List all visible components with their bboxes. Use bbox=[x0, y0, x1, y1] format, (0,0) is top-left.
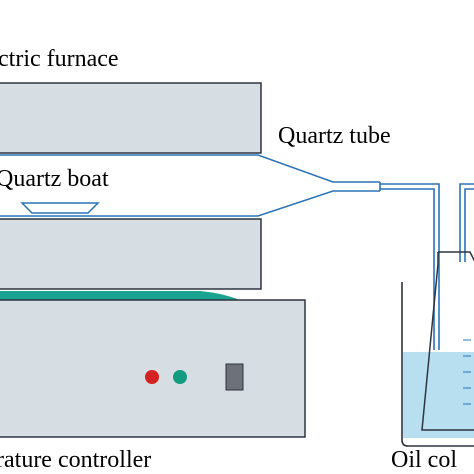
heater-strip bbox=[0, 291, 240, 300]
green-indicator-light-icon bbox=[173, 370, 187, 384]
flask-graduations bbox=[463, 339, 471, 405]
quartz-boat-label: Quartz boat bbox=[0, 166, 109, 192]
quartz-tube-label: Quartz tube bbox=[278, 123, 391, 149]
vent-line bbox=[459, 183, 474, 262]
oil-collector-label: Oil col bbox=[391, 447, 457, 473]
oil-collector bbox=[401, 251, 474, 447]
electric-furnace-label: ctric furnace bbox=[0, 46, 119, 72]
quartz-boat bbox=[20, 202, 100, 214]
red-indicator-light-icon bbox=[145, 370, 159, 384]
beaker-liquid bbox=[403, 352, 474, 438]
beaker bbox=[401, 282, 474, 447]
temperature-controller-label: rature controller bbox=[0, 447, 151, 473]
furnace-lower-half bbox=[0, 218, 262, 290]
temperature-controller-box bbox=[0, 299, 306, 438]
conical-flask bbox=[421, 251, 474, 431]
power-switch-icon bbox=[225, 363, 244, 391]
transfer-line bbox=[380, 183, 440, 350]
furnace-upper-half bbox=[0, 82, 262, 154]
